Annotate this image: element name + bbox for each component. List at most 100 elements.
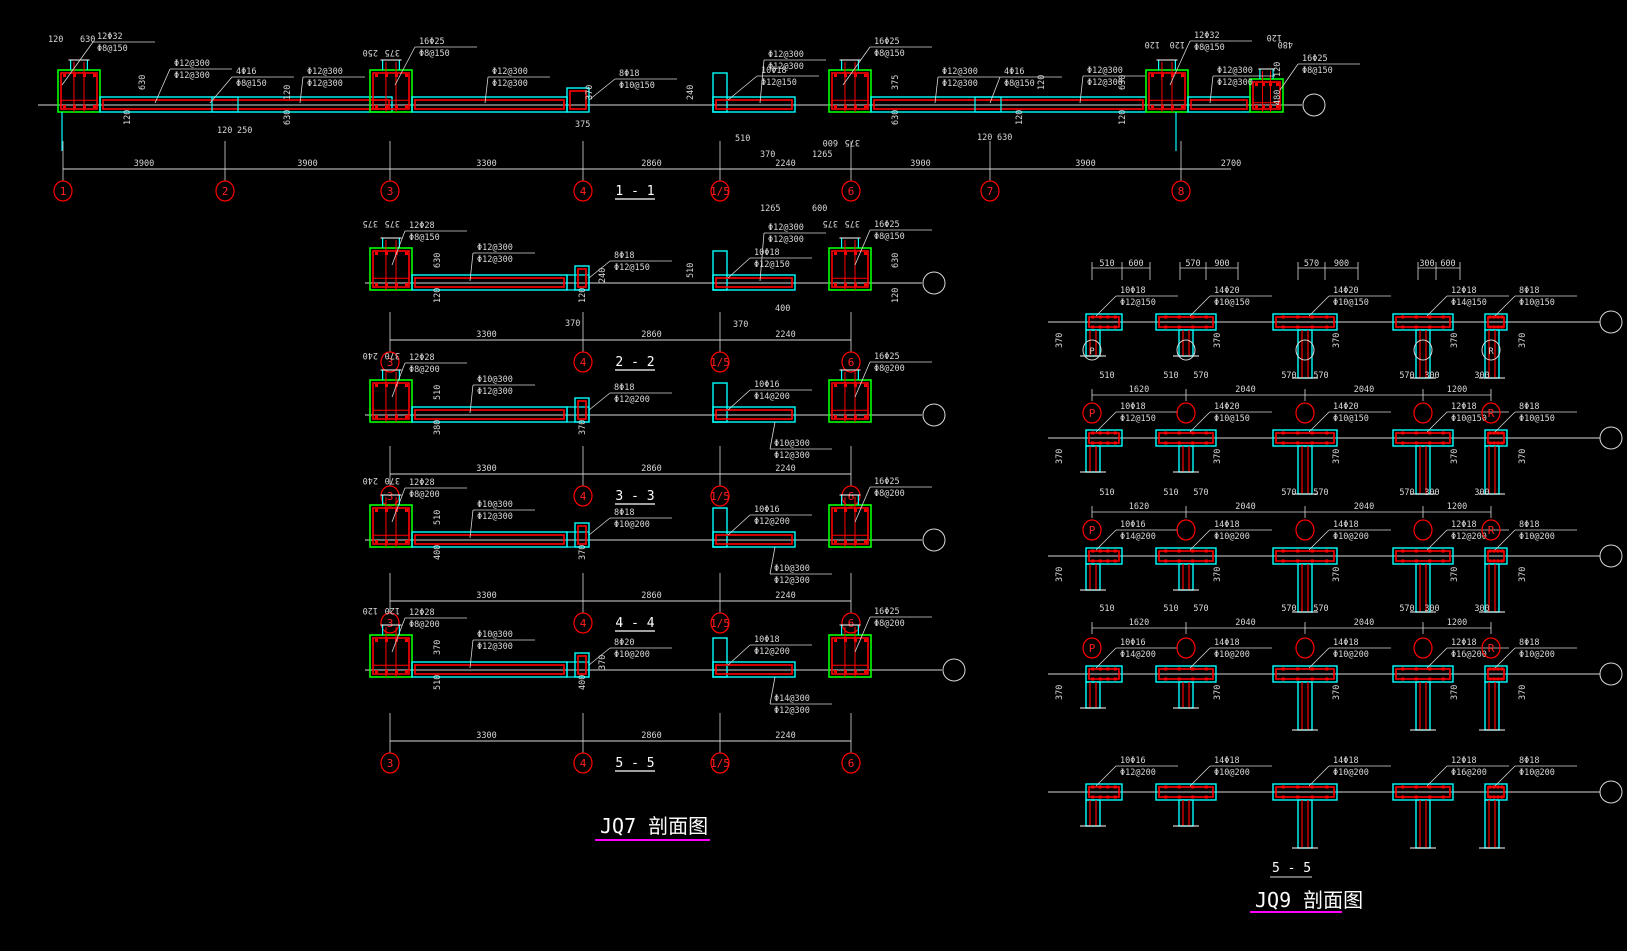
rebar-dot: [395, 670, 398, 673]
callout-main-bars: 10Φ16: [1120, 520, 1146, 530]
callout-main-bars: 14Φ20: [1333, 402, 1359, 412]
callout-main-bars: Φ12@300: [307, 67, 343, 77]
flange-rebar: [1275, 668, 1335, 680]
leader-line: [1095, 295, 1117, 317]
dimension-text: 120: [1015, 110, 1025, 125]
leader-line: [1189, 529, 1211, 551]
rebar-dot: [1106, 785, 1110, 789]
top-dimension-text: 600: [1440, 259, 1455, 269]
wall-rebar: [414, 409, 565, 420]
rebar-dot: [1500, 667, 1504, 671]
leader-line: [469, 252, 474, 282]
rebar-dot: [1091, 795, 1095, 799]
leader-line: [391, 230, 406, 266]
column-outline: [828, 379, 872, 423]
callout-stirrup: Φ10@150: [1214, 414, 1250, 424]
leader-line: [391, 617, 406, 653]
axis-bubble: [1176, 402, 1196, 424]
callout-stirrup: Φ10@150: [619, 81, 655, 91]
top-dimension-text: 570: [1185, 259, 1200, 269]
axis-label: 3: [387, 356, 394, 369]
wall-thickness-dim: 370: [1450, 567, 1460, 582]
callout-stirrup: Φ8@200: [874, 619, 905, 629]
rebar-dot: [854, 74, 857, 77]
web-outline: [1297, 329, 1313, 379]
jq9-title: JQ9 剖面图: [1255, 888, 1363, 912]
rebar-dot: [1428, 559, 1432, 563]
callout-main-bars: 14Φ18: [1333, 756, 1359, 766]
top-dimension-text: 600: [1128, 259, 1143, 269]
rebar-dot: [864, 509, 867, 512]
callout-stirrup: Φ10@150: [1214, 298, 1250, 308]
rebar-dot: [375, 540, 378, 543]
dimension-text: 240: [686, 85, 696, 100]
rebar-dot: [834, 670, 837, 673]
flange-rebar: [1395, 786, 1451, 798]
rebar-dot: [1441, 315, 1445, 319]
rebar-dot: [844, 509, 847, 512]
dimension-text: 120: [385, 605, 400, 615]
dimension-text: 375: [891, 75, 901, 90]
callout-main-bars: 16Φ25: [874, 37, 900, 47]
axis-label: 3: [387, 490, 394, 503]
callout-stirrup: Φ14@150: [1451, 298, 1487, 308]
axis-label: 6: [848, 185, 855, 198]
rebar-dot: [385, 384, 388, 387]
rebar-dot: [1496, 549, 1500, 553]
axis-label: 1: [60, 185, 67, 198]
rebar-dot: [1492, 667, 1496, 671]
callout-stirrup: Φ10@150: [1333, 414, 1369, 424]
local-dimension: 300: [1424, 604, 1439, 614]
wall-thickness-dim: 370: [1332, 333, 1342, 348]
rebar-dot: [1098, 315, 1102, 319]
flange-rebar: [1395, 550, 1451, 562]
rebar-dot: [1113, 677, 1117, 681]
flange-rebar: [1487, 316, 1505, 328]
flange-rebar: [1088, 316, 1120, 328]
rebar-dot: [1177, 795, 1181, 799]
leader-line: [1308, 765, 1330, 787]
leader-line: [727, 514, 751, 536]
section-end-circle: [942, 658, 966, 682]
section-label: 3 - 3: [615, 489, 654, 504]
flange-rebar: [1487, 550, 1505, 562]
rebar-dot: [854, 670, 857, 673]
rebar-dot: [1204, 549, 1208, 553]
callout-stirrup: Φ12@150: [754, 260, 790, 270]
rebar-dot: [1325, 325, 1329, 329]
web-outline: [1085, 681, 1101, 709]
top-dimension-text: 900: [1334, 259, 1349, 269]
axis-label: R: [1488, 407, 1495, 420]
axis-bubble: [1413, 402, 1433, 424]
rebar-dot: [405, 252, 408, 255]
leader-line: [1308, 647, 1330, 669]
rebar-dot: [1091, 559, 1095, 563]
span-dimension: 2860: [641, 731, 661, 741]
wall-thickness-dim: 370: [1518, 333, 1528, 348]
rebar-dot: [1492, 785, 1496, 789]
span-dimension: 2860: [641, 330, 661, 340]
rebar-dot: [1428, 315, 1432, 319]
rebar-dot: [1164, 325, 1168, 329]
rebar-dot: [1164, 549, 1168, 553]
rebar-dot: [1488, 667, 1492, 671]
rebar-dot: [375, 509, 378, 512]
rebar-dot: [1296, 441, 1300, 445]
flange-rebar: [1275, 316, 1335, 328]
axis-bubble: [1295, 637, 1315, 659]
rebar-dot: [1492, 795, 1496, 799]
dimension-text: 370: [385, 350, 400, 360]
axis-label: P: [1089, 407, 1096, 420]
flange-rebar: [1088, 786, 1120, 798]
rebar-dot: [1296, 667, 1300, 671]
dimension-text: 480: [1273, 90, 1283, 105]
callout-main-bars: 8Φ18: [614, 508, 634, 518]
callout-main-bars: 14Φ18: [1214, 756, 1240, 766]
axis-label: 4: [580, 757, 587, 770]
callout-main-bars: Φ12@300: [174, 59, 210, 69]
leader-line: [854, 616, 871, 653]
span-dimension: 3900: [1075, 159, 1095, 169]
dimension-text: 1265: [812, 150, 832, 160]
